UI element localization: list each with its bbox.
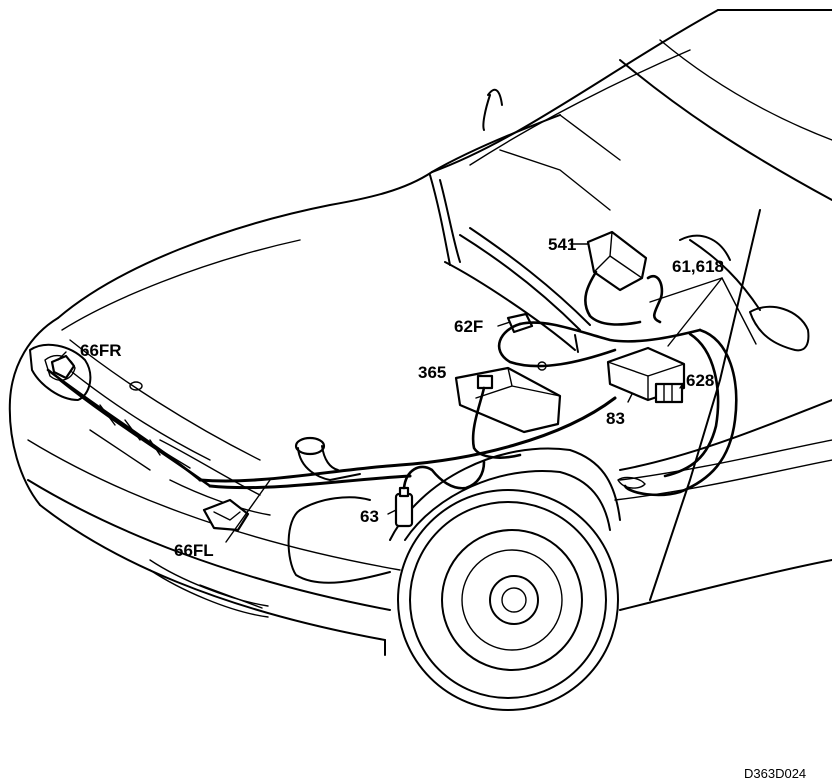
wiring-harness <box>46 270 738 497</box>
callout-365: 365 <box>418 363 446 382</box>
callout-66FL: 66FL <box>174 541 214 560</box>
leader-lines <box>57 243 757 543</box>
callout-labels: 541 61,618 62F 365 628 83 66FR 66FL 63 <box>80 235 724 560</box>
reference-code: D363D024 <box>744 766 806 781</box>
callout-63: 63 <box>360 507 379 526</box>
callout-541: 541 <box>548 235 576 254</box>
callout-628: 628 <box>686 371 714 390</box>
component-63-pump <box>394 486 414 528</box>
component-66FR-lamp <box>50 354 76 380</box>
strut-tower <box>679 234 731 261</box>
callout-62F: 62F <box>454 317 483 336</box>
component-541 <box>586 230 648 292</box>
callout-61-618: 61,618 <box>672 257 724 276</box>
callout-66FR: 66FR <box>80 341 122 360</box>
component-66FL-lamp <box>202 498 250 532</box>
callout-83: 83 <box>606 409 625 428</box>
washer-reservoir <box>287 436 391 584</box>
wiper-assembly <box>429 88 591 353</box>
component-365-box <box>454 366 562 434</box>
component-628-connector <box>654 382 684 404</box>
car-body <box>8 9 832 711</box>
